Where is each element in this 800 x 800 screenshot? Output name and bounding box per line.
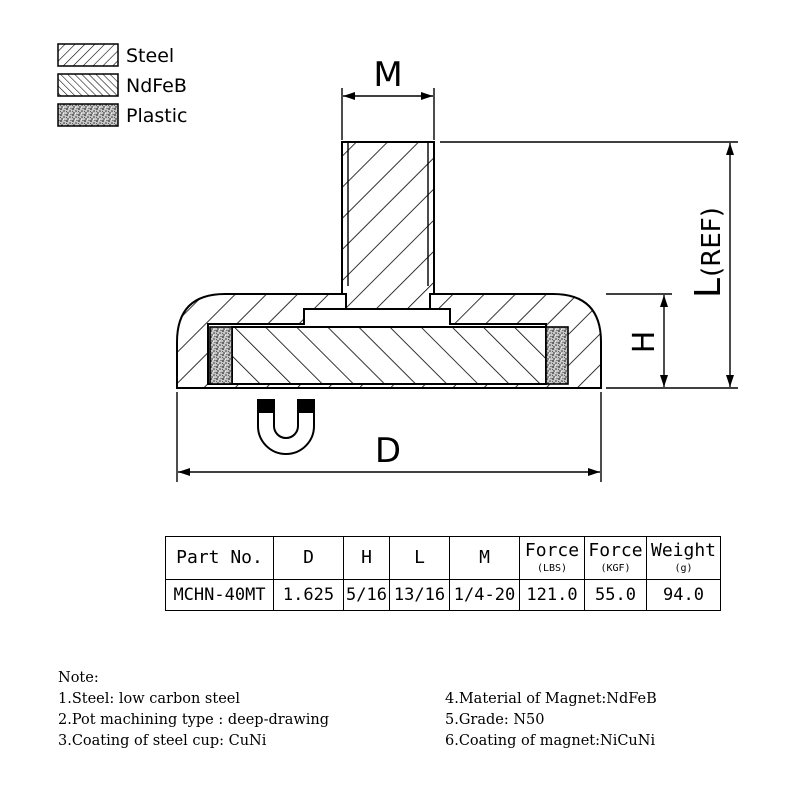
table-header-row: Part No. D H L M Force(LBS) Force(KGF) W…: [165, 536, 721, 580]
legend-label-ndfeb: NdFeB: [126, 75, 187, 97]
cell-d: 1.625: [273, 579, 344, 611]
note-item: 1.Steel: low carbon steel: [58, 691, 241, 707]
steel-swatch: [57, 43, 119, 67]
notes-left: Note: 1.Steel: low carbon steel 2.Pot ma…: [58, 668, 329, 752]
spec-table: Part No. D H L M Force(LBS) Force(KGF) W…: [165, 536, 721, 611]
note-item: 2.Pot machining type : deep-drawing: [58, 712, 330, 728]
header-m: M: [449, 536, 520, 580]
header-d: D: [273, 536, 344, 580]
header-force-lbs: Force(LBS): [519, 536, 585, 580]
note-item: 4.Material of Magnet:NdFeB: [445, 691, 657, 707]
dimension-h: H: [606, 293, 672, 387]
note-item: 3.Coating of steel cup: CuNi: [58, 733, 267, 749]
cell-m: 1/4-20: [449, 579, 520, 611]
table-row: MCHN-40MT 1.625 5/16 13/16 1/4-20 121.0 …: [165, 579, 721, 611]
horseshoe-magnet-icon: [257, 399, 315, 455]
cell-force-lbs: 121.0: [519, 579, 585, 611]
h-label: H: [627, 331, 662, 354]
legend-item-ndfeb: NdFeB: [57, 73, 187, 97]
magnet-assembly: [176, 141, 602, 389]
notes-title: Note:: [58, 670, 99, 686]
plastic-swatch: [57, 103, 119, 127]
d-label: D: [375, 431, 401, 471]
legend-item-steel: Steel: [57, 43, 174, 67]
header-part-no: Part No.: [165, 536, 274, 580]
cell-part-no: MCHN-40MT: [165, 579, 274, 611]
header-l: L: [389, 536, 450, 580]
legend-label-steel: Steel: [126, 45, 174, 67]
dimension-l: L (REF): [440, 141, 738, 389]
legend-label-plastic: Plastic: [126, 105, 187, 127]
l-label: L: [688, 278, 729, 298]
cell-force-kgf: 55.0: [584, 579, 647, 611]
notes-right: 4.Material of Magnet:NdFeB 5.Grade: N50 …: [445, 689, 657, 752]
ndfeb-swatch: [57, 73, 119, 97]
ndfeb-magnet: [231, 326, 547, 385]
threaded-stud: [341, 141, 435, 310]
dimension-m: M: [341, 55, 435, 140]
plastic-ring-left: [209, 326, 233, 385]
header-h: H: [343, 536, 390, 580]
note-item: 5.Grade: N50: [445, 712, 545, 728]
cell-l: 13/16: [389, 579, 450, 611]
legend-item-plastic: Plastic: [57, 103, 187, 127]
l-ref-label: (REF): [697, 207, 727, 277]
header-force-kgf: Force(KGF): [584, 536, 647, 580]
note-item: 6.Coating of magnet:NiCuNi: [445, 733, 656, 749]
cell-h: 5/16: [343, 579, 390, 611]
cell-weight: 94.0: [646, 579, 721, 611]
plastic-ring-right: [545, 326, 569, 385]
m-label: M: [373, 55, 402, 95]
legend: Steel NdFeB Plastic: [57, 43, 187, 127]
header-weight: Weight(g): [646, 536, 721, 580]
dimension-d: D: [176, 392, 602, 482]
